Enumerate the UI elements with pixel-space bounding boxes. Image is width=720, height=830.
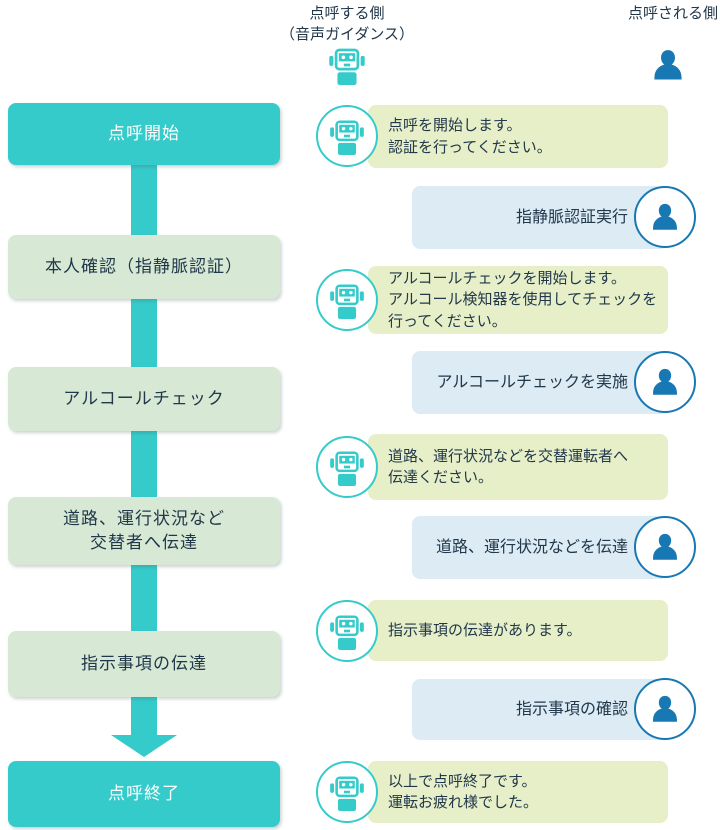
person-avatar	[634, 351, 696, 413]
flow-step-end: 点呼終了	[8, 761, 280, 827]
flow-step-label: 本人確認（指静脈認証）	[45, 257, 243, 276]
person-avatar	[634, 516, 696, 578]
robot-avatar	[316, 600, 378, 662]
person-message-bubble: 指静脈認証実行	[412, 186, 668, 249]
flow-step-label: 道路、運行状況など 交替者へ伝達	[63, 509, 225, 552]
robot-message-bubble: 点呼を開始します。 認証を行ってください。	[368, 105, 668, 168]
flow-step-identity-check: 本人確認（指静脈認証）	[8, 235, 280, 299]
flow-step-instructions: 指示事項の伝達	[8, 631, 280, 697]
robot-message-text: 点呼を開始します。 認証を行ってください。	[388, 117, 552, 156]
flow-step-start: 点呼開始	[8, 103, 280, 165]
caller-header-line1: 点呼する側	[309, 5, 385, 22]
robot-avatar	[316, 269, 378, 331]
robot-icon	[327, 44, 367, 86]
robot-message-bubble: アルコールチェックを開始します。 アルコール検知器を使用してチェックを 行ってく…	[368, 266, 668, 334]
robot-message-bubble: 以上で点呼終了です。 運転お疲れ様でした。	[368, 761, 668, 823]
person-message-text: 指示事項の確認	[515, 700, 628, 718]
robot-avatar	[316, 436, 378, 498]
caller-column-header: 点呼する側 （音声ガイダンス）	[252, 3, 442, 45]
flow-step-label: アルコールチェック	[63, 389, 225, 408]
robot-message-text: 道路、運行状況などを交替運転者へ 伝達ください。	[388, 447, 629, 487]
person-message-bubble: 指示事項の確認	[412, 679, 668, 740]
robot-message-text: アルコールチェックを開始します。 アルコール検知器を使用してチェックを 行ってく…	[388, 269, 658, 330]
person-avatar	[634, 678, 696, 740]
person-message-bubble: アルコールチェックを実施	[412, 351, 668, 414]
flow-step-road-report: 道路、運行状況など 交替者へ伝達	[8, 497, 280, 565]
robot-message-bubble: 指示事項の伝達があります。	[368, 600, 668, 661]
flow-step-label: 点呼終了	[108, 784, 180, 803]
robot-message-text: 以上で点呼終了です。 運転お疲れ様でした。	[388, 772, 539, 812]
person-icon	[651, 47, 685, 83]
robot-avatar	[316, 105, 378, 167]
flow-step-label: 指示事項の伝達	[81, 654, 207, 673]
flow-step-label: 点呼開始	[108, 124, 180, 143]
person-message-bubble: 道路、運行状況などを伝達	[412, 516, 668, 579]
person-message-text: アルコールチェックを実施	[436, 373, 628, 391]
person-message-text: 指静脈認証実行	[515, 208, 628, 226]
flow-arrowhead-icon	[111, 735, 177, 757]
robot-avatar	[316, 761, 378, 823]
person-avatar	[634, 186, 696, 248]
callee-column-header: 点呼される側	[627, 5, 718, 22]
caller-header-line2: （音声ガイダンス）	[279, 26, 415, 43]
flow-step-alcohol-check: アルコールチェック	[8, 367, 280, 431]
robot-message-text: 指示事項の伝達があります。	[388, 621, 582, 639]
person-message-text: 道路、運行状況などを伝達	[435, 538, 628, 556]
robot-message-bubble: 道路、運行状況などを交替運転者へ 伝達ください。	[368, 434, 668, 500]
